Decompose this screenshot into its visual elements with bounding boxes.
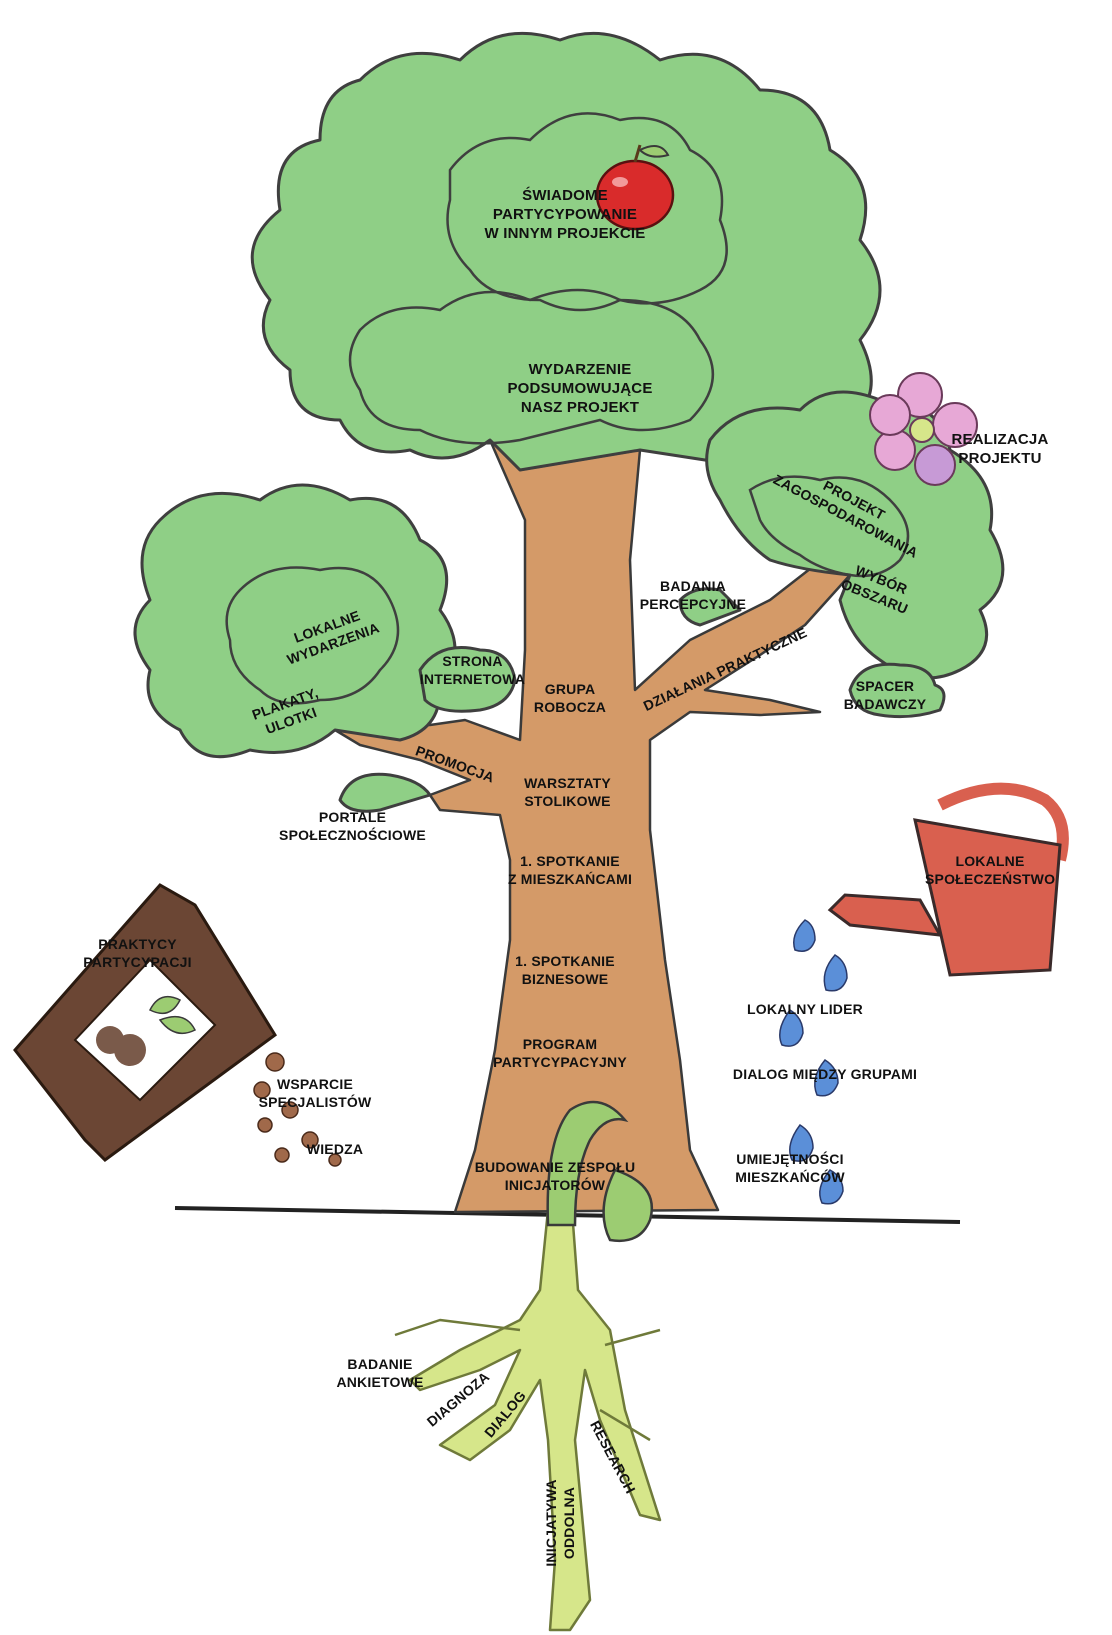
seed-bag-icon [13, 883, 278, 1162]
group-dialog-label: DIALOG MIĘDZY GRUPAMI [732, 1066, 918, 1082]
website-label: STRONA INTERNETOWA [419, 653, 526, 687]
research-walk-label: SPACER BADAWCZY [843, 678, 927, 712]
bottom-up-initiative-label: INICJATYWA ODDOLNA [543, 1479, 577, 1567]
roots [394, 1208, 662, 1632]
summary-event-label: WYDARZENIE PODSUMOWUJĄCE NASZ PROJEKT [507, 361, 653, 416]
social-portals-label: PORTALE SPOŁECZNOŚCIOWE [279, 809, 426, 843]
practitioners-label: PRAKTYCY PARTYCYPACJI [83, 936, 192, 970]
perception-research-label: BADANIA PERCEPCYJNE [639, 578, 747, 612]
survey-label: BADANIE ANKIETOWE [336, 1356, 424, 1390]
working-group-label: GRUPA ROBOCZA [533, 681, 607, 715]
watering-can-icon [827, 782, 1069, 977]
sprout-icon [546, 1100, 653, 1243]
knowledge-label: WIEDZA [306, 1141, 364, 1157]
residents-meeting-label: 1. SPOTKANIE Z MIESZKAŃCAMI [507, 853, 633, 887]
water-drops-icon [779, 919, 848, 1205]
team-building-label: BUDOWANIE ZESPOŁU INICJATORÓW [474, 1159, 636, 1193]
apple-icon [595, 144, 675, 231]
local-leader-label: LOKALNY LIDER [747, 1001, 863, 1017]
foliage-inner-outlines [225, 112, 910, 705]
seeds-icon [253, 1052, 342, 1167]
fruit-label: ŚWIADOME PARTYCYPOWANIE W INNYM PROJEKCI… [484, 187, 646, 242]
foliage [133, 31, 1005, 813]
participation-program-label: PROGRAM PARTYCYPACYJNY [493, 1036, 627, 1070]
resident-skills-label: UMIEJĘTNOŚCI MIESZKAŃCÓW [735, 1151, 845, 1185]
flower-icon [869, 372, 978, 486]
project-realization-label: REALIZACJA PROJEKTU [951, 431, 1049, 467]
specialist-support-label: WSPARCIE SPECJALISTÓW [258, 1076, 372, 1110]
workshops-label: WARSZTATY STOLIKOWE [524, 775, 611, 809]
business-meeting-label: 1. SPOTKANIE BIZNESOWE [515, 953, 615, 987]
local-community-label: LOKALNE SPOŁECZEŃSTWO [925, 853, 1056, 887]
